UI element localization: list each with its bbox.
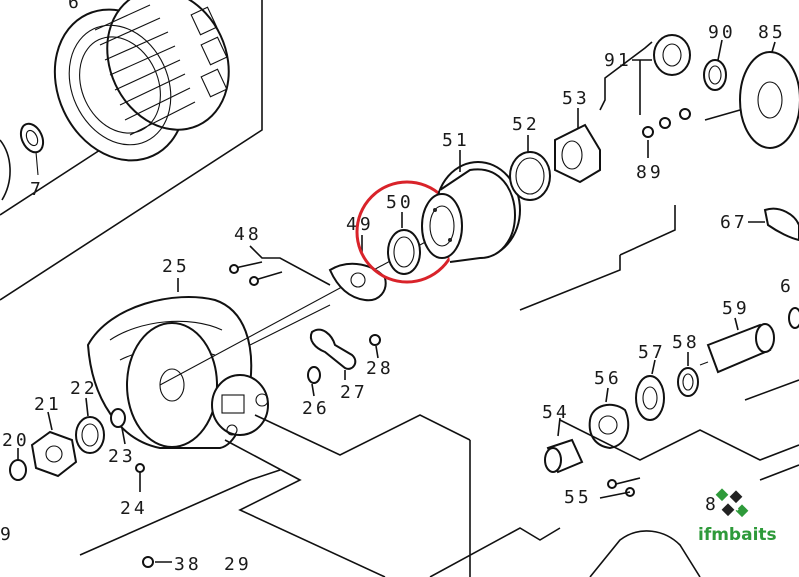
label-26: 26 (302, 398, 330, 419)
washer-part-90: 90 (703, 22, 736, 91)
plate-part-85: 85 (739, 22, 799, 149)
part-27: 27 (309, 328, 368, 403)
frame-outline-lower-mid (79, 469, 281, 556)
plate-part-56: 56 (588, 368, 630, 450)
label-55: 55 (564, 487, 592, 508)
frame-outline-edge (744, 379, 799, 481)
label-20: 20 (2, 430, 30, 451)
screws-part-55: 55 (564, 477, 641, 508)
right-guide-line (519, 205, 676, 311)
screw-part-38: 38 (142, 554, 202, 575)
label-50: 50 (386, 192, 414, 213)
label-8: 8 (705, 494, 719, 515)
label-24: 24 (120, 498, 148, 519)
bearing-part-57: 57 (635, 342, 666, 421)
label-89: 89 (636, 162, 664, 183)
label-52: 52 (512, 114, 540, 135)
collar-part-26: 26 (302, 366, 330, 419)
label-27: 27 (340, 382, 368, 403)
label-85: 85 (758, 22, 786, 43)
label-21: 21 (34, 394, 62, 415)
frame-outline-lower-left (224, 439, 386, 577)
washer-part-58: 58 (672, 332, 700, 397)
label-60: 6 (780, 276, 794, 297)
frame-outline-center (254, 414, 471, 456)
rotor-part-25: 25 (86, 256, 269, 449)
label-9: 9 (0, 524, 14, 545)
part-60: 6 (780, 276, 799, 329)
spool-part: 7 6 (0, 0, 263, 301)
label-25: 25 (162, 256, 190, 277)
ring-part-52: 52 (509, 114, 551, 201)
collar-part-23: 23 (108, 408, 136, 467)
housing-part-51: 51 (421, 130, 521, 263)
screws-part-89: 89 (599, 41, 741, 183)
washer-part-20: 20 (2, 430, 30, 481)
label-29: 29 (224, 554, 252, 575)
logo-text: ifmbaits (698, 525, 777, 545)
screw-part-28: 28 (366, 334, 394, 379)
label-38: 38 (174, 554, 202, 575)
label-53: 53 (562, 88, 590, 109)
nut-part-21: 21 (30, 394, 78, 478)
washer-part-22: 22 (70, 378, 105, 454)
nut-part-53: 53 (554, 88, 601, 184)
label-90: 90 (708, 22, 736, 43)
label-51: 51 (442, 130, 470, 151)
label-48: 48 (234, 224, 262, 245)
label-6: 6 (68, 0, 82, 13)
frame-outline-far-right (559, 419, 799, 461)
label-56: 56 (594, 368, 622, 389)
shaft-axis-line-2 (249, 304, 331, 346)
frame-outline-bottom-right (589, 530, 701, 577)
washer-part-50: 50 (386, 192, 421, 275)
screws-part-48: 48 (229, 224, 331, 286)
label-59: 59 (722, 298, 750, 319)
frame-outline-right (429, 440, 561, 577)
label-54: 54 (542, 402, 570, 423)
screw-part-24: 24 (120, 463, 148, 519)
ifmbaits-logo: ifmbaits (698, 488, 777, 545)
label-58: 58 (672, 332, 700, 353)
part-67: 67 (720, 207, 799, 242)
label-67: 67 (720, 212, 748, 233)
label-23: 23 (108, 446, 136, 467)
shaft-part-59: 59 (699, 298, 775, 374)
label-7: 7 (30, 179, 44, 200)
label-57: 57 (638, 342, 666, 363)
collar-part-54: 54 (542, 402, 584, 474)
label-22: 22 (70, 378, 98, 399)
label-28: 28 (366, 358, 394, 379)
